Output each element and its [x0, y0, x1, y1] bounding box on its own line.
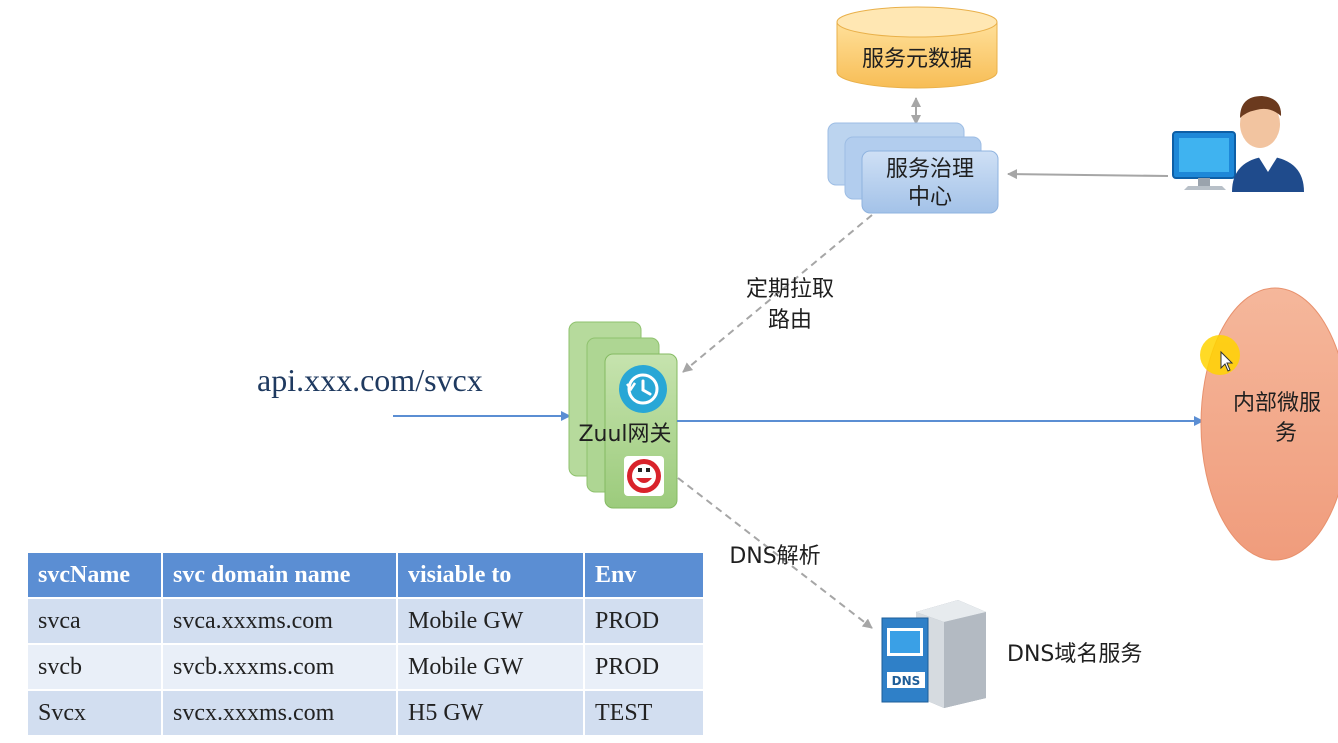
- governance-center-label-line2: 中心: [908, 185, 952, 210]
- table-header-row: svcName svc domain name visiable to Env: [28, 553, 703, 598]
- table-cell: PROD: [584, 643, 703, 690]
- internal-services-label-line1: 内部微服: [1233, 391, 1321, 416]
- cursor-icon: [1200, 335, 1240, 375]
- table-cell: svcx.xxxms.com: [162, 689, 398, 735]
- table-cell: H5 GW: [397, 689, 585, 735]
- dns-service-label: DNS域名服务: [1007, 642, 1142, 667]
- admin-to-governance-arrow: [1007, 169, 1169, 180]
- zuul-gateway: [568, 321, 678, 509]
- metadata-store-cylinder: 服务元数据: [836, 6, 998, 89]
- table-cell: PROD: [584, 597, 703, 644]
- table-cell: svcb: [28, 643, 163, 690]
- column-header: visiable to: [397, 553, 585, 598]
- admin-user-icon: [1172, 96, 1304, 192]
- table-cell: Mobile GW: [397, 643, 585, 690]
- column-header: svcName: [28, 553, 163, 598]
- table-row: svca svca.xxxms.com Mobile GW PROD: [28, 597, 703, 644]
- table-row: Svcx svcx.xxxms.com H5 GW TEST: [28, 689, 703, 735]
- governance-center-label-line1: 服务治理: [886, 157, 974, 182]
- route-pull-label-line1: 定期拉取: [746, 277, 834, 302]
- api-url-label: api.xxx.com/svcx: [257, 362, 483, 398]
- internal-services-label-line2: 务: [1275, 421, 1297, 446]
- table-cell: svca.xxxms.com: [162, 597, 398, 644]
- dns-server-icon: DNS: [881, 600, 986, 708]
- internal-microservices: 内部微服 务: [1200, 287, 1338, 561]
- service-route-table: svcName svc domain name visiable to Env …: [28, 553, 703, 735]
- netflix-monster-icon: [624, 456, 664, 496]
- dns-icon-text: DNS: [892, 674, 921, 688]
- table-cell: TEST: [584, 689, 703, 735]
- history-clock-icon: [619, 365, 667, 413]
- dns-resolve-label: DNS解析: [729, 544, 820, 569]
- table-cell: svcb.xxxms.com: [162, 643, 398, 690]
- table-cell: Mobile GW: [397, 597, 585, 644]
- table-cell: svca: [28, 597, 163, 644]
- column-header: Env: [584, 553, 703, 598]
- table-row: svcb svcb.xxxms.com Mobile GW PROD: [28, 643, 703, 690]
- route-pull-arrow: [682, 214, 873, 373]
- table-cell: Svcx: [28, 689, 163, 735]
- metadata-store-label: 服务元数据: [862, 47, 972, 72]
- column-header: svc domain name: [162, 553, 398, 598]
- route-pull-label-line2: 路由: [768, 308, 812, 333]
- gateway-label: Zuul网关: [578, 422, 671, 447]
- dns-resolve-arrow: [677, 477, 873, 629]
- governance-center: 服务治理 中心: [827, 122, 999, 214]
